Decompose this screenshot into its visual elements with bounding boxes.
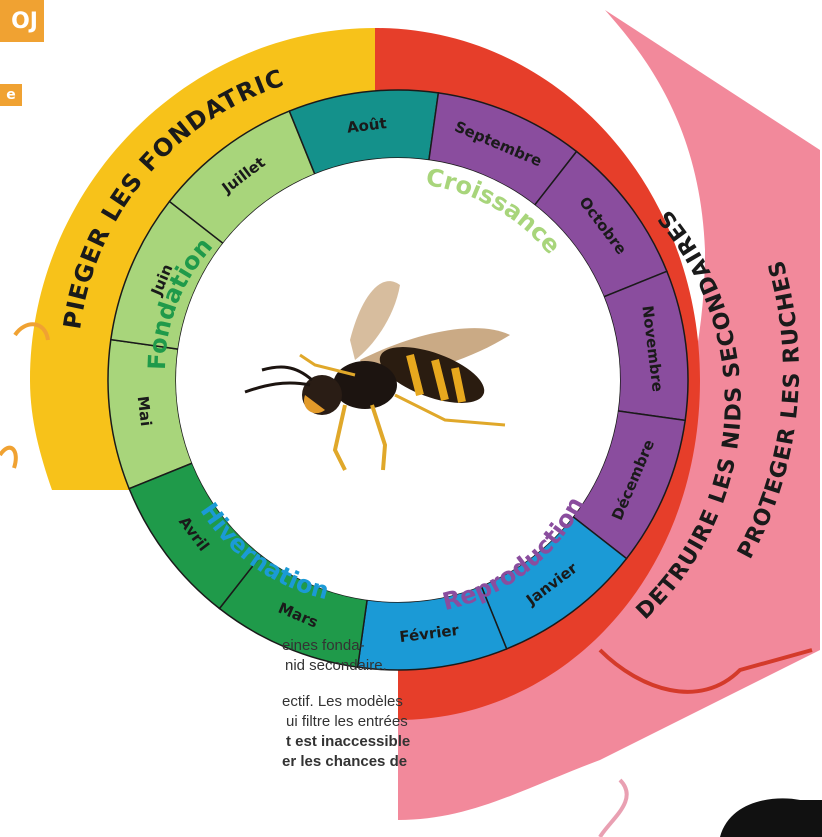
black-blob-corner: [720, 798, 822, 837]
month-label: Mai: [134, 395, 156, 427]
decorative-line-bottom: [600, 780, 627, 837]
body-line: t est inaccessible: [0, 732, 410, 752]
body-line: ui filtre les entrées: [0, 712, 410, 732]
body-line: eines fonda-: [0, 636, 410, 656]
body-line: ectif. Les modèles: [0, 692, 410, 712]
body-text: eines fonda- nid secondaire. ectif. Les …: [0, 636, 410, 772]
decorative-line-left: [0, 448, 16, 468]
body-line: nid secondaire.: [0, 656, 410, 676]
body-line: er les chances de: [0, 752, 410, 772]
